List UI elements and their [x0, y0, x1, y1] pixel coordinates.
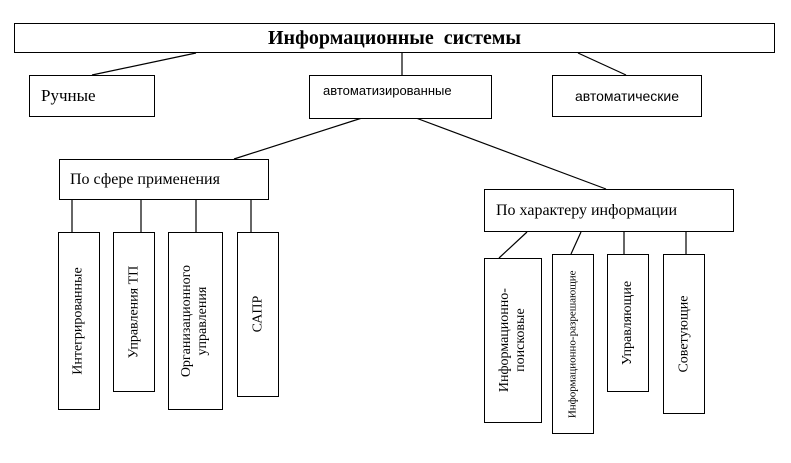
info-item-advisory: Советующие: [663, 254, 705, 414]
scope-item-label: Управления ТП: [125, 265, 141, 359]
connector-root-manual: [91, 52, 197, 76]
info-group-label: По характеру информации: [496, 201, 678, 219]
connector-automated-info: [415, 117, 607, 190]
scope-group-label: По сфере применения: [70, 170, 220, 188]
manual-box: Ручные: [29, 75, 155, 117]
scope-item-tp-control: Управления ТП: [113, 232, 155, 392]
info-item-label: Управляющие: [619, 280, 635, 366]
connector-info-item-1: [498, 231, 528, 259]
scope-group-box: По сфере применения: [59, 159, 269, 200]
automatic-box: автоматические: [552, 75, 702, 117]
connector-root-automatic: [577, 52, 627, 76]
connector-automated-scope: [233, 117, 363, 160]
scope-item-label: Интегрированные: [70, 267, 86, 375]
automated-label: автоматизированные: [323, 83, 452, 98]
info-item-label: Информационно-разрешающие: [566, 270, 579, 418]
root-label: Информационные системы: [267, 26, 522, 49]
info-group-box: По характеру информации: [484, 189, 734, 232]
scope-item-org-management: Организационного управления: [168, 232, 223, 410]
info-item-resolving: Информационно-разрешающие: [552, 254, 594, 434]
scope-item-sapr: САПР: [237, 232, 279, 397]
automatic-label: автоматические: [574, 88, 680, 104]
info-item-controlling: Управляющие: [607, 254, 649, 392]
scope-item-label: САПР: [249, 296, 265, 333]
root-box: Информационные системы: [14, 23, 775, 53]
manual-label: Ручные: [41, 86, 96, 105]
connector-info-item-2: [570, 231, 582, 255]
info-item-search: Информационно- поисковые: [484, 258, 542, 423]
scope-item-integrated: Интегрированные: [58, 232, 100, 410]
info-item-label: Информационно- поисковые: [496, 288, 529, 393]
info-item-label: Советующие: [675, 295, 691, 373]
scope-item-label: Организационного управления: [179, 264, 211, 378]
automated-box: автоматизированные: [309, 75, 492, 119]
